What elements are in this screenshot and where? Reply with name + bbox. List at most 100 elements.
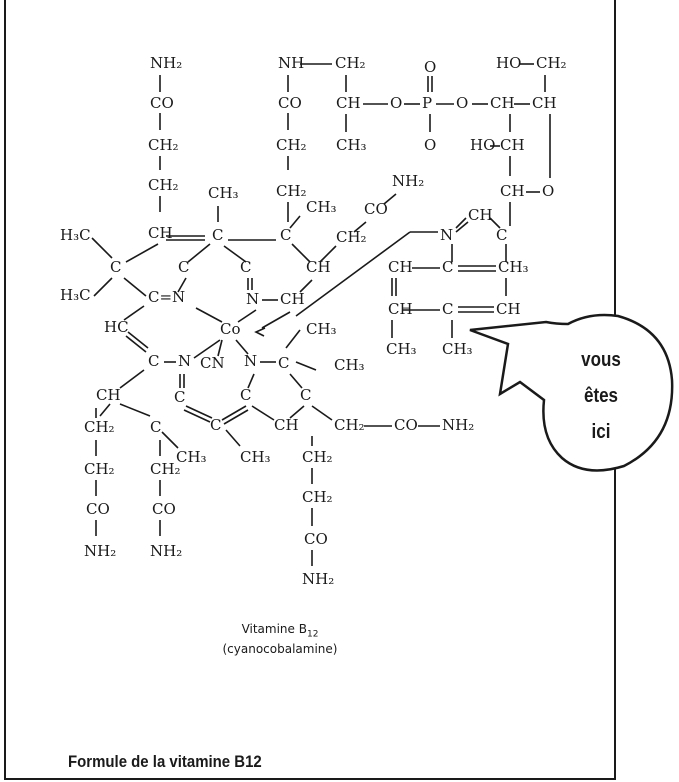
callout-line-2: êtes <box>583 385 619 407</box>
atom: CH₃ <box>334 356 365 374</box>
benzimidazole: N CH C CH C CH₃ CH C CH CH₃ CH₃ <box>295 206 529 358</box>
atom: C <box>212 226 223 244</box>
atom: CH₂ <box>276 136 307 154</box>
atom: C=N <box>148 288 185 306</box>
atom: CH₂ <box>150 460 181 478</box>
atom: O <box>424 58 436 76</box>
corrin-ring: CH₃ CH₃ H₃C CH C C C CH H₃C C C C=N N CH <box>60 184 474 466</box>
atom: CH₂ <box>276 182 307 200</box>
chain-top-middle: NH CH₂ CO CH₂ CH₂ CH CH₃ O P O O O <box>276 54 468 222</box>
atom: CH <box>274 416 299 434</box>
atom: CO <box>150 94 174 112</box>
atom: CH₂ <box>148 176 179 194</box>
atom: C <box>280 226 291 244</box>
atom: C <box>110 258 121 276</box>
atom: H₃C <box>60 286 91 304</box>
atom: CO <box>152 500 176 518</box>
atom: N <box>244 352 257 370</box>
atom: O <box>390 94 402 112</box>
atom: CH <box>306 258 331 276</box>
atom: CH₂ <box>148 136 179 154</box>
atom: CH <box>500 182 525 200</box>
atom: NH₂ <box>150 542 182 560</box>
atom: CO <box>278 94 302 112</box>
atom: CH₂ <box>335 54 366 72</box>
atom: CH₃ <box>442 340 473 358</box>
atom: C <box>442 300 453 318</box>
callout-bubble <box>469 313 674 472</box>
atom: CH <box>532 94 557 112</box>
atom: CH <box>96 386 121 404</box>
atom: CH₂ <box>84 460 115 478</box>
atom: CH₃ <box>306 320 337 338</box>
atom: C <box>150 418 161 436</box>
atom: C <box>278 354 289 372</box>
chains-bottom: CH₂ CH₂ CO NH₂ C CH₂ CO NH₂ CH₂ CH₂ CO N… <box>84 408 334 588</box>
atom: CO <box>394 416 418 434</box>
callout-line-1: vous <box>581 349 621 371</box>
atom: CH <box>148 224 173 242</box>
atom: NH <box>278 54 304 72</box>
atom: CH₂ <box>334 416 365 434</box>
atom: NH₂ <box>302 570 334 588</box>
atom: C <box>174 388 185 406</box>
atom: HO <box>470 136 495 154</box>
atom: N <box>246 290 259 308</box>
atom: C <box>178 258 189 276</box>
atom: CH₂ <box>336 228 367 246</box>
atom: CH <box>490 94 515 112</box>
atom: CH <box>280 290 305 308</box>
atom: O <box>542 182 554 200</box>
molecule-caption: Vitamine B12 (cyanocobalamine) <box>200 622 360 657</box>
callout-line-3: ici <box>591 421 611 443</box>
atom: CO <box>86 500 110 518</box>
chain-top-left: NH₂ CO CH₂ CH₂ <box>148 54 182 212</box>
atom: H₃C <box>60 226 91 244</box>
atom: CN <box>200 354 225 372</box>
atom: CH₂ <box>302 448 333 466</box>
atom: CH₂ <box>302 488 333 506</box>
atom: C <box>240 386 251 404</box>
atom: CH₃ <box>386 340 417 358</box>
caption-name: Vitamine B <box>241 622 307 636</box>
ribose-ring: HO CH₂ CH CH HO CH CH O <box>470 54 567 226</box>
atom: N <box>178 352 191 370</box>
atom: NH₂ <box>84 542 116 560</box>
atom: NH₂ <box>442 416 474 434</box>
atom: CH₂ <box>84 418 115 436</box>
atom: CH <box>468 206 493 224</box>
atom: CH₃ <box>176 448 207 466</box>
atom: CO <box>364 200 388 218</box>
caption-common-name: (cyanocobalamine) <box>222 642 338 657</box>
atom: C <box>442 258 453 276</box>
atom: CH <box>388 258 413 276</box>
atom: CO <box>304 530 328 548</box>
atom: N <box>440 226 453 244</box>
atom: C <box>496 226 507 244</box>
atom: CH <box>496 300 521 318</box>
atom: C <box>240 258 251 276</box>
atom: O <box>456 94 468 112</box>
figure-title: Formule de la vitamine B12 <box>68 752 262 771</box>
atom: P <box>422 94 432 112</box>
atom: HO <box>496 54 521 72</box>
atom: CH₃ <box>498 258 529 276</box>
amide-right: NH₂ CO CH₂ <box>336 172 424 246</box>
atom: CH₃ <box>208 184 239 202</box>
atom: CH <box>500 136 525 154</box>
callout-text: vous êtes ici <box>566 342 636 450</box>
atom: CH₃ <box>240 448 271 466</box>
atom: CH₂ <box>536 54 567 72</box>
atom: NH₂ <box>392 172 424 190</box>
atom: CH <box>388 300 413 318</box>
atom: CH₃ <box>306 198 337 216</box>
atom: C <box>210 416 221 434</box>
atom: C <box>300 386 311 404</box>
atom: CH₃ <box>336 136 367 154</box>
atom: CH <box>336 94 361 112</box>
caption-subscript: 12 <box>306 629 319 640</box>
atom: C <box>148 352 159 370</box>
atom: NH₂ <box>150 54 182 72</box>
cobalt-atom: Co <box>220 320 241 338</box>
